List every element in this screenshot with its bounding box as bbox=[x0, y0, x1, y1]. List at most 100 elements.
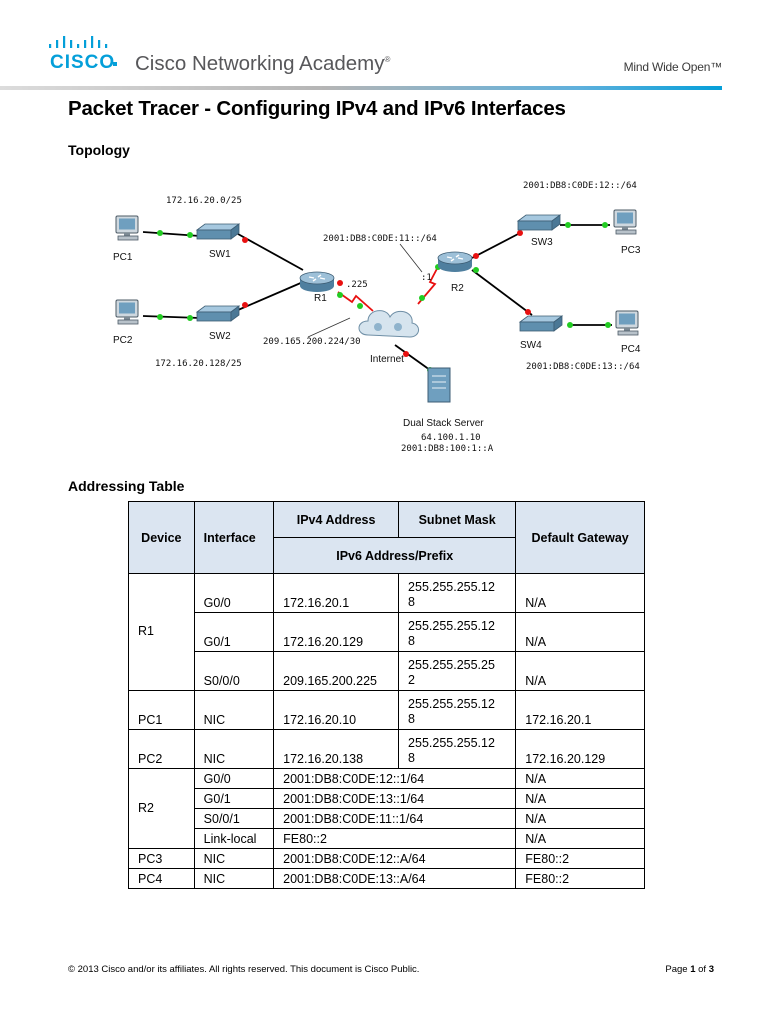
tagline: Mind Wide Open™ bbox=[623, 60, 723, 74]
gateway-cell: FE80::2 bbox=[515, 848, 645, 869]
server-ipv6-label: 2001:DB8:100:1::A bbox=[401, 444, 494, 454]
gateway-cell: N/A bbox=[515, 612, 645, 652]
topology-diagram: PC1 SW1 PC2 SW2 R1 R2 SW3 PC3 SW4 PC4 In… bbox=[113, 181, 641, 454]
address-cell: 172.16.20.10 bbox=[273, 690, 400, 730]
sw2-icon bbox=[196, 305, 240, 322]
pc1-label: PC1 bbox=[113, 252, 133, 263]
interface-cell: S0/0/1 bbox=[193, 808, 275, 829]
cisco-logo-icon bbox=[49, 36, 108, 48]
gateway-cell: N/A bbox=[515, 651, 645, 691]
sw4-icon bbox=[519, 315, 563, 332]
interface-cell: G0/1 bbox=[193, 788, 275, 809]
server-label: Dual Stack Server bbox=[403, 418, 484, 429]
interface-cell: NIC bbox=[193, 690, 275, 730]
page-footer: © 2013 Cisco and/or its affiliates. All … bbox=[68, 964, 714, 975]
device-cell: PC2 bbox=[128, 729, 195, 769]
sw1-label: SW1 bbox=[209, 249, 231, 260]
gateway-cell: N/A bbox=[515, 788, 645, 809]
net-sw4-label: 2001:DB8:C0DE:13::/64 bbox=[526, 362, 640, 372]
r2-serial-host-label: :1 bbox=[421, 273, 432, 283]
sw1-icon bbox=[196, 223, 240, 240]
pc3-label: PC3 bbox=[621, 245, 641, 256]
gateway-cell: FE80::2 bbox=[515, 868, 645, 889]
page-header: CISCO Cisco Networking Academy® Mind Wid… bbox=[0, 0, 768, 92]
r2-router-icon bbox=[437, 251, 473, 273]
page-title: Packet Tracer - Configuring IPv4 and IPv… bbox=[68, 97, 566, 120]
r1-serial-host-label: .225 bbox=[346, 280, 368, 290]
interface-cell: Link-local bbox=[193, 828, 275, 849]
interface-cell: NIC bbox=[193, 868, 275, 889]
pc3-icon bbox=[613, 209, 637, 235]
interface-cell: G0/1 bbox=[193, 612, 275, 652]
pc2-icon bbox=[115, 299, 139, 325]
table-row: R2 G0/0 2001:DB8:C0DE:12::1/64 N/A bbox=[128, 768, 645, 849]
gateway-cell: N/A bbox=[515, 768, 645, 789]
address-cell: 2001:DB8:C0DE:13::A/64 bbox=[273, 868, 517, 889]
interface-cell: NIC bbox=[193, 848, 275, 869]
sw2-label: SW2 bbox=[209, 331, 231, 342]
internet-label: Internet bbox=[370, 354, 404, 365]
net-sw1-label: 172.16.20.0/25 bbox=[166, 196, 242, 206]
copyright-text: © 2013 Cisco and/or its affiliates. All … bbox=[68, 964, 420, 975]
addressing-heading: Addressing Table bbox=[68, 478, 185, 494]
r1-router-icon bbox=[299, 271, 335, 293]
gateway-cell: 172.16.20.1 bbox=[515, 690, 645, 730]
address-cell: 172.16.20.138 bbox=[273, 729, 400, 769]
col-ipv6: IPv6 Address/Prefix bbox=[273, 537, 517, 574]
device-cell: R2 bbox=[128, 768, 195, 849]
table-row: PC4 NIC 2001:DB8:C0DE:13::A/64 FE80::2 bbox=[128, 868, 645, 889]
net-sw3-label: 2001:DB8:C0DE:12::/64 bbox=[523, 181, 637, 191]
gateway-cell: 172.16.20.129 bbox=[515, 729, 645, 769]
gateway-cell: N/A bbox=[515, 828, 645, 849]
pc4-icon bbox=[615, 310, 639, 336]
address-cell: 2001:DB8:C0DE:11::1/64 bbox=[273, 808, 517, 829]
address-cell: FE80::2 bbox=[273, 828, 517, 849]
address-cell: 172.16.20.1 bbox=[273, 573, 400, 613]
col-interface: Interface bbox=[193, 501, 275, 574]
logo-dot bbox=[113, 62, 117, 66]
interface-cell: G0/0 bbox=[193, 768, 275, 789]
address-cell: 2001:DB8:C0DE:12::1/64 bbox=[273, 768, 517, 789]
device-cell: PC1 bbox=[128, 690, 195, 730]
cisco-logo-text: CISCO bbox=[50, 52, 116, 73]
address-cell: 2001:DB8:C0DE:12::A/64 bbox=[273, 848, 517, 869]
academy-name: Cisco Networking Academy® bbox=[135, 52, 391, 75]
pc1-icon bbox=[115, 215, 139, 241]
r1-serial-net-label: 209.165.200.224/30 bbox=[263, 337, 361, 347]
addressing-table: Device Interface IPv4 Address Subnet Mas… bbox=[128, 501, 645, 889]
col-mask: Subnet Mask bbox=[398, 501, 517, 538]
page-number: Page 1 of 3 bbox=[665, 964, 714, 975]
gateway-cell: N/A bbox=[515, 573, 645, 613]
sw3-label: SW3 bbox=[531, 237, 553, 248]
net-sw2-label: 172.16.20.128/25 bbox=[155, 359, 242, 369]
internet-cloud-icon bbox=[358, 310, 419, 338]
r2-serial-net-label: 2001:DB8:C0DE:11::/64 bbox=[323, 234, 437, 244]
topology-heading: Topology bbox=[68, 142, 130, 158]
interface-cell: NIC bbox=[193, 729, 275, 769]
r2-label: R2 bbox=[451, 283, 464, 294]
address-cell: 172.16.20.129 bbox=[273, 612, 400, 652]
device-cell: PC3 bbox=[128, 848, 195, 869]
interface-cell: S0/0/0 bbox=[193, 651, 275, 691]
sw4-label: SW4 bbox=[520, 340, 542, 351]
r1-label: R1 bbox=[314, 293, 327, 304]
table-row: Link-local FE80::2 N/A bbox=[129, 828, 645, 849]
table-row: S0/0/1 2001:DB8:C0DE:11::1/64 N/A bbox=[129, 808, 645, 829]
device-cell: PC4 bbox=[128, 868, 195, 889]
gateway-cell: N/A bbox=[515, 808, 645, 829]
address-cell: 209.165.200.225 bbox=[273, 651, 400, 691]
device-cell: R1 bbox=[128, 573, 195, 691]
address-cell: 2001:DB8:C0DE:13::1/64 bbox=[273, 788, 517, 809]
pc2-label: PC2 bbox=[113, 335, 133, 346]
col-ipv4: IPv4 Address bbox=[273, 501, 400, 538]
col-device: Device bbox=[128, 501, 195, 574]
table-row: PC3 NIC 2001:DB8:C0DE:12::A/64 FE80::2 bbox=[128, 848, 645, 869]
